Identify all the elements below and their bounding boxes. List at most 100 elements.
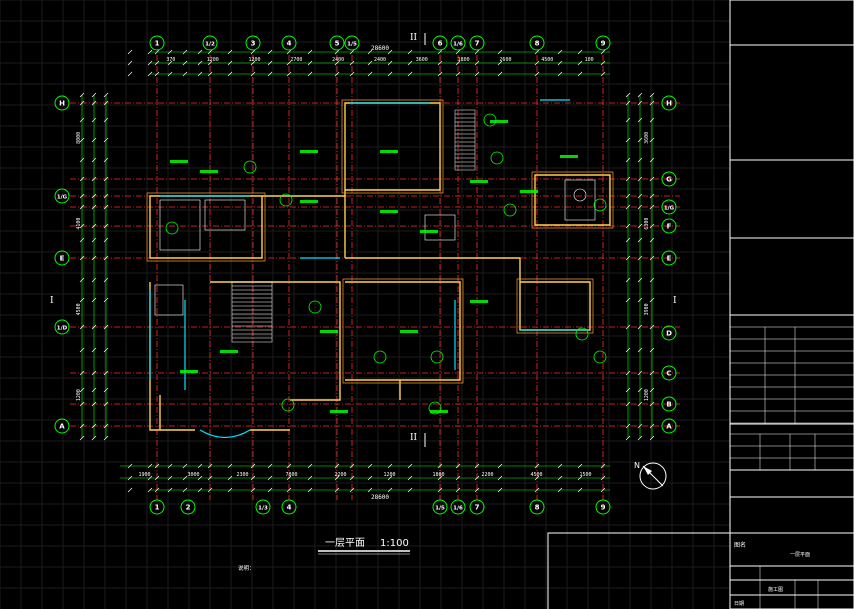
axis-bubble-right: D (661, 325, 677, 341)
axis-bubble-right: G (661, 171, 677, 187)
axis-bubble-top: 1 (149, 35, 165, 51)
dimension-label: 1200 (644, 389, 650, 401)
axis-bubble-top-label: 7 (475, 40, 480, 48)
axis-bubble-top: 6 (432, 35, 448, 51)
axis-bubble-left-label: H (59, 100, 65, 108)
axis-bubble-right: H (661, 95, 677, 111)
dimension-label: 4500 (541, 57, 553, 63)
north-circle-icon (639, 462, 667, 490)
title-block-text: 图名 一层平面 施工图 日期 (734, 541, 810, 607)
axis-bubble-bottom-label: 7 (475, 504, 480, 512)
stage-value: 施工图 (768, 586, 783, 593)
dimension-label: 100 (585, 57, 594, 63)
axis-bubble-top-label: 6 (438, 40, 443, 48)
section-mark-left: I (50, 296, 54, 306)
axis-bubble-top-label: 1/2 (205, 42, 215, 48)
axis-bubble-right: C (661, 365, 677, 381)
section-mark-top: II (410, 33, 418, 43)
axis-bubbles-left: H 1/G E 1/D A (54, 95, 70, 434)
axis-bubble-right-label: E (667, 255, 672, 263)
axis-bubble-top: 1/6 (450, 35, 466, 51)
axis-bubble-bottom-label: 8 (535, 504, 540, 512)
plan-scale: 1:100 (380, 538, 409, 549)
axis-bubble-bottom-label: 1/5 (435, 506, 445, 512)
axis-bubble-left: 1/G (54, 188, 70, 204)
date-label: 日期 (734, 601, 744, 607)
axis-bubble-right-label: B (666, 401, 671, 409)
axis-bubble-right: 1/G (661, 199, 677, 215)
axis-bubble-bottom: 1/5 (432, 499, 448, 515)
axis-bubble-bottom: 4 (281, 499, 297, 515)
window-elements (149, 99, 590, 439)
axis-bubble-left: A (54, 418, 70, 434)
axis-bubble-right-label: C (666, 370, 671, 378)
section-mark-right: I (673, 296, 677, 306)
axis-bubble-bottom-label: 4 (287, 504, 292, 512)
north-label: N (634, 461, 640, 470)
axis-bubble-left-label: 1/D (57, 326, 68, 332)
axis-bubbles-right: H G 1/G F E D C B A (661, 95, 677, 434)
axis-bubble-top: 9 (595, 35, 611, 51)
plan-title: 一层平面 (325, 537, 365, 549)
axis-bubble-right: B (661, 396, 677, 412)
overall-dimension-top: 28600 (371, 45, 389, 52)
right-dimension-labels: 3600 6300 3900 1200 (644, 132, 650, 401)
dimension-label: 8000 (76, 132, 82, 144)
signature-grid (730, 326, 854, 609)
axis-bubble-top: 1/5 (344, 35, 360, 51)
plan-title-block: 一层平面 1:100 说明： (238, 537, 410, 572)
axis-bubble-top: 1/2 (202, 35, 218, 51)
axis-bubble-bottom-label: 1/6 (453, 506, 463, 512)
dimension-label: 1800 (432, 472, 444, 478)
dimension-label: 1200 (383, 472, 395, 478)
dimension-text: 28600 28600 (371, 45, 389, 501)
axis-bubble-left-label: 1/G (57, 195, 68, 201)
dimension-label: 3900 (644, 303, 650, 315)
dimension-label: 1200 (76, 389, 82, 401)
note-line-1-prefix: 说明： (238, 564, 255, 572)
dimension-label: 2200 (334, 472, 346, 478)
background-grid (0, 0, 730, 609)
axis-bubble-right-label: F (667, 223, 672, 231)
dimension-label: 6300 (644, 218, 650, 230)
axis-bubble-bottom-label: 1/3 (258, 506, 268, 512)
stair-flight (231, 281, 273, 343)
section-mark-bottom: II (410, 433, 418, 443)
axis-bubble-left-label: A (59, 423, 65, 431)
walls (149, 102, 611, 431)
axis-bubble-top: 7 (469, 35, 485, 51)
axis-bubble-right-label: 1/G (664, 206, 675, 212)
dimension-label: 3000 (187, 472, 199, 478)
dimension-label: 2400 (332, 57, 344, 63)
dimension-lines (81, 51, 653, 491)
axis-bubble-top-label: 1/5 (347, 42, 357, 48)
dimension-label: 370 (166, 57, 175, 63)
bottom-title-strip (547, 532, 730, 609)
axis-bubble-left-label: E (60, 255, 65, 263)
axis-bubble-top: 4 (281, 35, 297, 51)
dimension-label: 1900 (138, 472, 150, 478)
dimension-label: 1200 (249, 57, 261, 63)
section-markers: II II I I (50, 33, 677, 447)
dimension-ticks (79, 49, 655, 493)
axis-bubble-top-label: 1/6 (453, 42, 463, 48)
dimension-label: 3600 (644, 132, 650, 144)
axis-bubble-right: A (661, 418, 677, 434)
title-block (729, 0, 854, 609)
axis-bubble-top: 3 (245, 35, 261, 51)
axis-bubble-bottom: 2 (180, 499, 196, 515)
axis-bubble-top: 8 (529, 35, 545, 51)
axis-bubble-top-label: 3 (251, 40, 256, 48)
dimension-label: 1200 (207, 57, 219, 63)
overall-dimension-bottom: 28600 (371, 494, 389, 501)
north-arrow: N (634, 461, 667, 490)
axis-bubble-top-label: 1 (155, 40, 160, 48)
axis-bubble-bottom-label: 2 (186, 504, 191, 512)
drawing-name-value: 一层平面 (790, 552, 810, 558)
wall-outlines (146, 99, 614, 384)
dimension-label: 2300 (236, 472, 248, 478)
